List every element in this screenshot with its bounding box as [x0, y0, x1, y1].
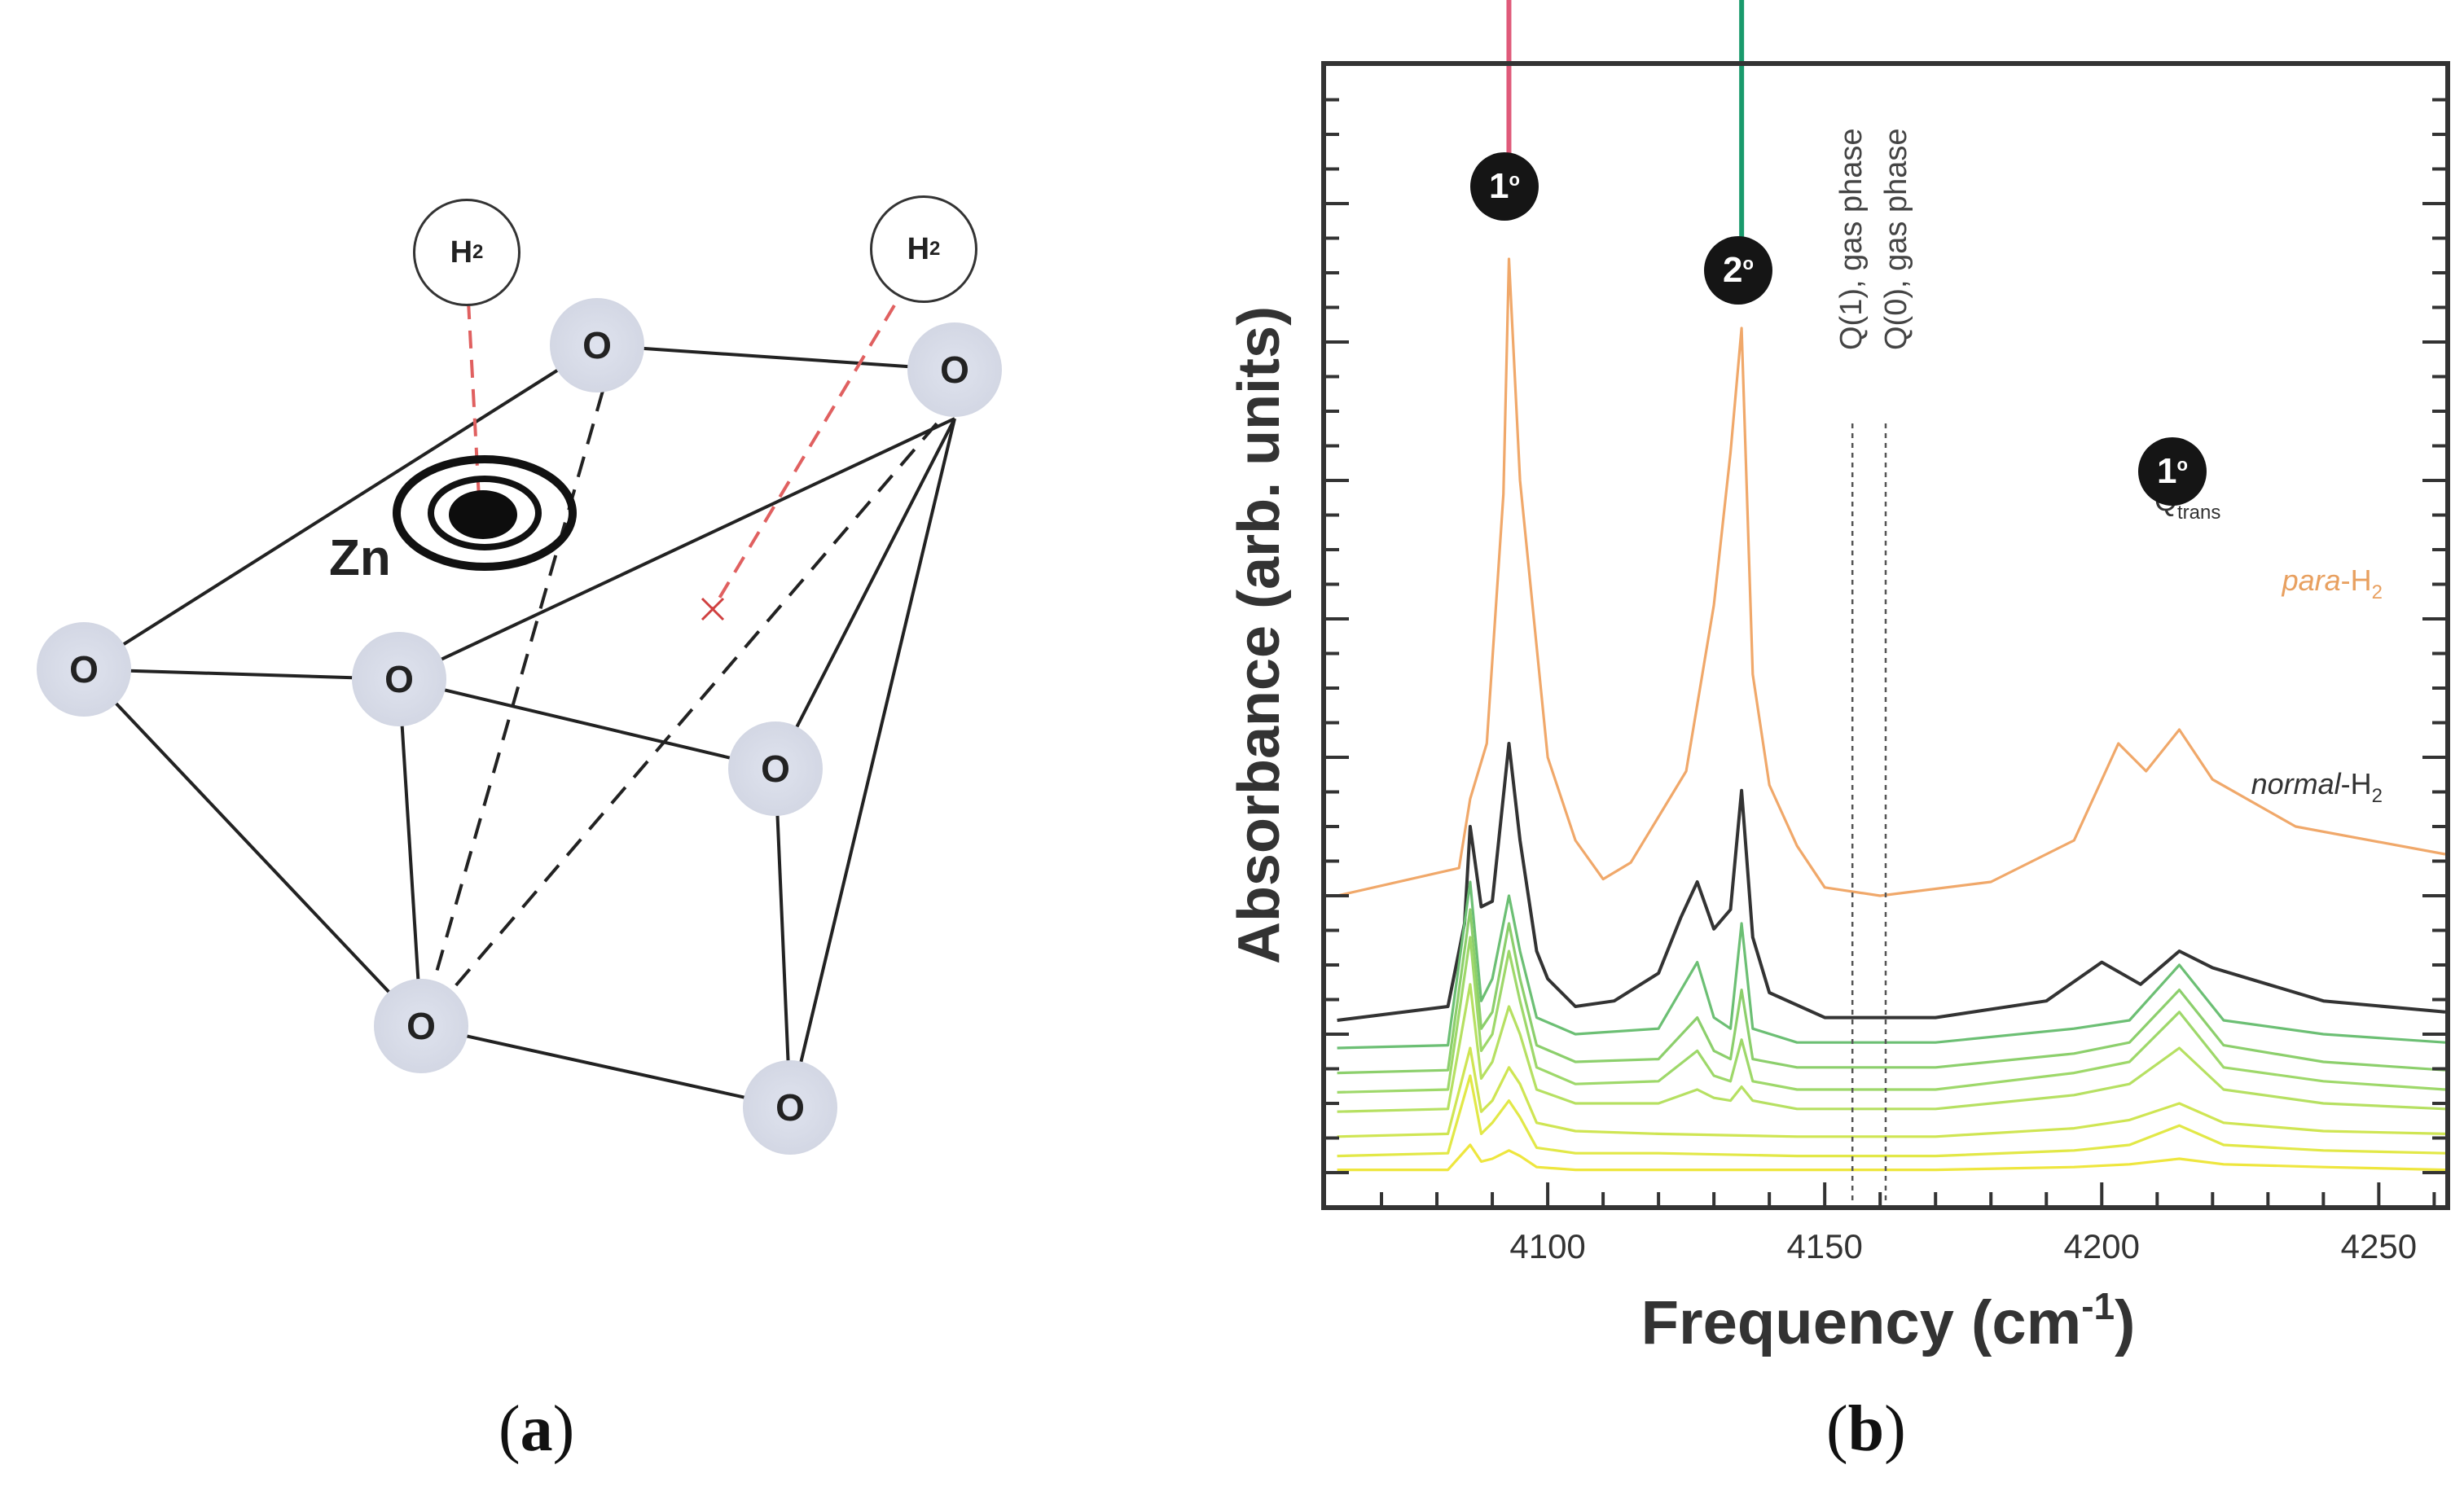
- dashed-bond: [419, 422, 938, 1028]
- bond: [596, 344, 955, 371]
- legend-normal-h2-rest: -H: [2341, 767, 2372, 800]
- legend-normal-h2-italic: normal: [2251, 767, 2342, 800]
- site-1-qtrans-number: 1: [2157, 451, 2177, 491]
- zn-core: [449, 490, 517, 539]
- h2-symbol: H: [907, 231, 930, 266]
- series-line-2: [1337, 880, 2446, 1050]
- series-line-6: [1337, 1046, 2446, 1138]
- atom-label: O: [940, 349, 969, 391]
- reference-lines: [1851, 423, 1887, 1205]
- oxygen-atom: O: [352, 632, 446, 726]
- series-line-3: [1337, 908, 2446, 1075]
- series-line-0: [1337, 257, 2446, 897]
- panel-label-b: (b): [1826, 1393, 1906, 1465]
- bond: [398, 678, 776, 770]
- oxygen-atom: O: [550, 298, 644, 392]
- series-line-7: [1337, 1074, 2446, 1158]
- legend-normal-h2-sub: 2: [2372, 785, 2383, 807]
- atom-label: O: [761, 748, 790, 790]
- series-group: [1337, 257, 2446, 1172]
- h2-subscript: 2: [472, 241, 484, 263]
- x-tick-label: 4250: [2341, 1227, 2417, 1265]
- site-1-qtrans-degree: o: [2176, 454, 2188, 475]
- bond: [83, 668, 400, 681]
- q1-gas-phase-label: Q(1), gas phase: [1834, 129, 1869, 350]
- h2-symbol: H: [450, 235, 473, 270]
- series-line-1: [1337, 742, 2446, 1022]
- bond: [397, 678, 423, 1027]
- bond: [788, 418, 956, 1108]
- x-axis-title: Frequency (cm-1): [1641, 1285, 2136, 1357]
- y-axis-title: Absorbance (arb. units): [1227, 306, 1292, 964]
- h2-distal-dash: [711, 304, 896, 611]
- x-axis-title-text: Frequency (cm: [1641, 1288, 2082, 1357]
- bond: [774, 418, 956, 770]
- legend-para-h2-italic: para: [2282, 564, 2341, 597]
- oxygen-atom: O: [374, 979, 468, 1073]
- oxygen-atom: O: [743, 1060, 837, 1155]
- x-tick-label: 4200: [2064, 1227, 2140, 1265]
- series-line-8: [1337, 1143, 2446, 1172]
- site-markers: [1506, 0, 1745, 238]
- series-line-5: [1337, 983, 2446, 1113]
- oxygen-atom: O: [728, 721, 823, 816]
- h2-interaction-lines: [467, 300, 896, 611]
- site-2-degree: o: [1742, 253, 1754, 274]
- legend-normal-h2: normal-H2: [2251, 767, 2383, 807]
- oxygen-atom: O: [37, 622, 131, 717]
- atom-label: O: [69, 648, 99, 691]
- atom-label: O: [582, 324, 612, 366]
- bond: [420, 1024, 791, 1109]
- h2-subscript: 2: [929, 238, 941, 260]
- panel-label-a: (a): [499, 1393, 575, 1465]
- legend-para-h2-sub: 2: [2372, 581, 2383, 603]
- zn-atom: [393, 455, 577, 571]
- bond: [82, 344, 599, 671]
- x-axis-title-end: ): [2115, 1288, 2135, 1357]
- legend-para-h2-rest: -H: [2341, 564, 2372, 597]
- site-2-number: 2: [1723, 250, 1743, 290]
- x-tick-label: 4150: [1786, 1227, 1862, 1265]
- zn-outer-ring: [393, 455, 577, 571]
- atom-label: O: [406, 1005, 436, 1047]
- site-1-number: 1: [1489, 166, 1509, 206]
- y-ticks: [1326, 98, 2445, 1174]
- site-1-degree: o: [1509, 169, 1520, 190]
- atom-label: O: [384, 658, 414, 700]
- bond: [82, 668, 423, 1028]
- x-ticks: 4100 4150 4200 4250: [1380, 1182, 2436, 1265]
- x-axis-title-sup: -1: [2081, 1285, 2115, 1327]
- q0-gas-phase-label: Q(0), gas phase: [1879, 129, 1913, 350]
- zn-label: Zn: [329, 530, 391, 586]
- oxygen-atom: O: [907, 322, 1002, 417]
- zn-inner-ring: [428, 476, 542, 550]
- bond: [774, 768, 792, 1108]
- x-tick-label: 4100: [1509, 1227, 1585, 1265]
- atom-label: O: [775, 1086, 805, 1129]
- h2-zn-dash: [467, 300, 481, 499]
- q-trans-sub: trans: [2177, 502, 2220, 524]
- plot-frame: [1321, 61, 2450, 1210]
- cross-mark: [701, 597, 725, 621]
- legend-para-h2: para-H2: [2282, 564, 2383, 603]
- bond-lines: [82, 344, 956, 1109]
- zn-h2-diagram: [82, 300, 956, 1109]
- series-line-4: [1337, 936, 2446, 1094]
- bond: [398, 417, 955, 681]
